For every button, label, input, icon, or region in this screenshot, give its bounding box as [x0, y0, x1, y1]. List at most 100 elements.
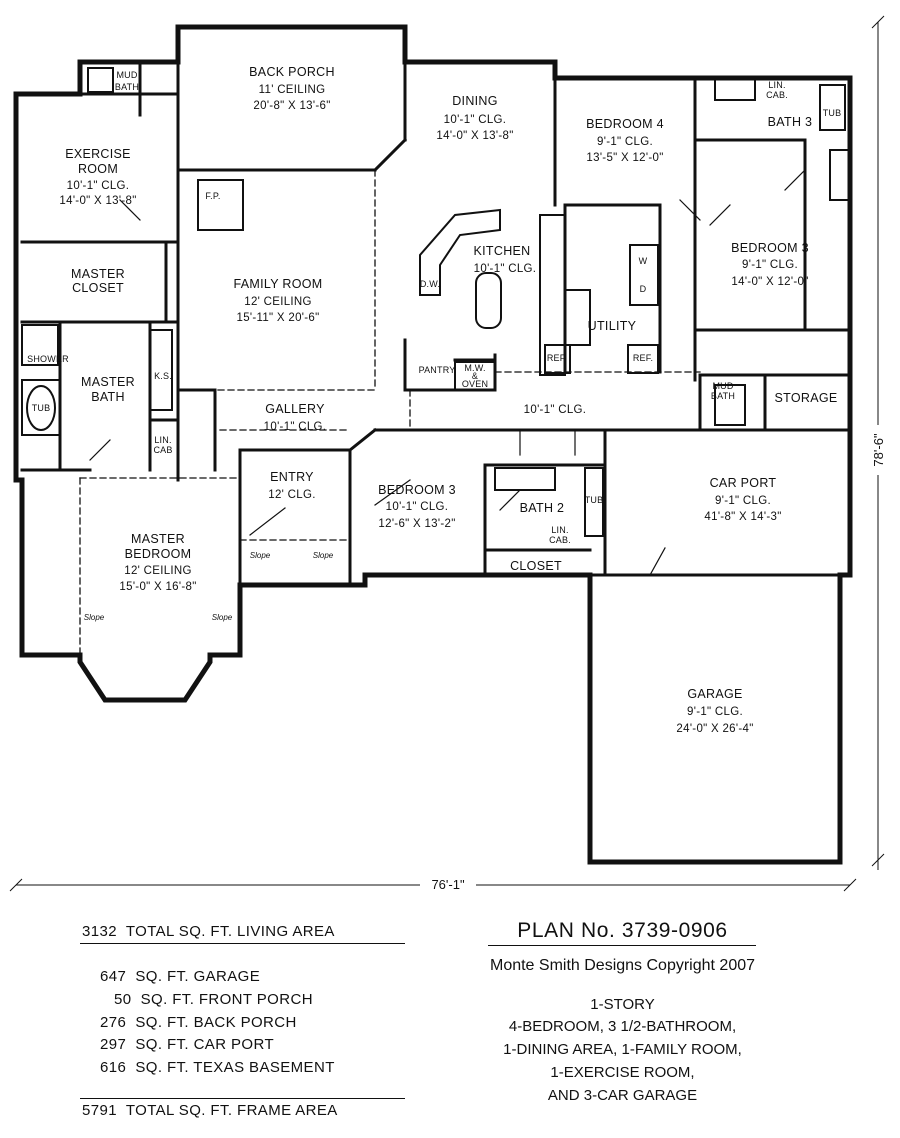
summary-line-4: 1-EXERCISE ROOM, [550, 1064, 695, 1081]
plan-number: PLAN No. 3739-0906 [517, 919, 728, 942]
living-area-total: 3132 TOTAL SQ. FT. LIVING AREA [82, 923, 335, 940]
exercise-title: EXERCISE [65, 147, 131, 161]
frame-area-total: 5791 TOTAL SQ. FT. FRAME AREA [82, 1102, 338, 1119]
family-room-ceiling: 12' CEILING [244, 296, 312, 308]
area-front-porch: 50 SQ. FT. FRONT PORCH [114, 991, 313, 1008]
bedroom-4-ceiling: 9'-1" CLG. [597, 136, 653, 148]
kitchen-title: KITCHEN [474, 244, 531, 258]
area-texas-basement: 616 SQ. FT. TEXAS BASEMENT [100, 1059, 335, 1076]
width-dimension-bg [420, 876, 476, 892]
master-tub-label: TUB [32, 403, 51, 413]
master-bath-title-2: BATH [91, 390, 125, 404]
master-bedroom-title: MASTER [131, 532, 185, 546]
shower-label: SHOWER [27, 354, 69, 364]
bedroom-3a-size: 14'-0" X 12'-0" [731, 276, 808, 288]
floor-plan-drawing: MUD BATH BACK PORCH 11' CEILING 20'-8" X… [9, 15, 886, 892]
bedroom-4-title: BEDROOM 4 [586, 117, 664, 131]
copyright-line: Monte Smith Designs Copyright 2007 [489, 957, 756, 974]
bedroom-3b-size: 12'-6" X 13'-2" [378, 518, 455, 530]
overall-width-dimension: 76'-1" [431, 877, 465, 892]
microwave-amp: & [472, 371, 478, 381]
depth-dimension-bg [870, 425, 886, 475]
mud-bath-2-label-2: BATH [711, 391, 735, 401]
bath-2-tub-label: TUB [585, 495, 604, 505]
master-bedroom-ceiling: 12' CEILING [124, 565, 192, 577]
master-closet-title-2: CLOSET [72, 281, 124, 295]
mud-bath-label: MUD [116, 70, 137, 80]
master-bath-title: MASTER [81, 375, 135, 389]
dining-title: DINING [452, 94, 498, 108]
bath-3-title: BATH 3 [768, 115, 813, 129]
bedroom-3b-title: BEDROOM 3 [378, 483, 456, 497]
bedroom-3b-ceiling: 10'-1" CLG. [386, 501, 449, 513]
entry-ceiling: 12' CLG. [268, 489, 315, 501]
summary-line-1: 1-STORY [590, 996, 655, 1013]
kitchen-cabinets [21, 67, 851, 537]
refrigerator-label-2: REF. [633, 353, 653, 363]
closet-title: CLOSET [510, 559, 562, 573]
exercise-size: 14'-0" X 13'-8" [59, 195, 136, 207]
dimension-lines [9, 15, 885, 892]
back-porch-size: 20'-8" X 13'-6" [253, 100, 330, 112]
back-porch-ceiling: 11' CEILING [259, 84, 326, 96]
gallery-ceiling: 10'-1" CLG. [264, 421, 327, 433]
slope-label-1: Slope [250, 551, 271, 560]
car-port-title: CAR PORT [710, 476, 777, 490]
lin-cab-bath2-label: LIN. [551, 525, 568, 535]
summary-line-2: 4-BEDROOM, 3 1/2-BATHROOM, [508, 1018, 737, 1035]
slope-label-3: Slope [84, 613, 105, 622]
car-port-ceiling: 9'-1" CLG. [715, 495, 771, 507]
room-labels: MUD BATH BACK PORCH 11' CEILING 20'-8" X… [27, 65, 841, 735]
bedroom-3a-title: BEDROOM 3 [731, 241, 809, 255]
lin-cab-label: LIN. [768, 80, 785, 90]
summary-line-3: 1-DINING AREA, 1-FAMILY ROOM, [503, 1041, 742, 1058]
summary-line-5: AND 3-CAR GARAGE [547, 1087, 698, 1104]
dishwasher-label: D.W. [420, 279, 440, 289]
mud-bath-label-2: BATH [115, 82, 139, 92]
slope-label-4: Slope [212, 613, 233, 622]
microwave-label: M.W. [464, 363, 485, 373]
garage-size: 24'-0" X 26'-4" [676, 723, 753, 735]
car-port-size: 41'-8" X 14'-3" [704, 511, 781, 523]
dining-size: 14'-0" X 13'-8" [436, 130, 513, 142]
exercise-title-2: ROOM [78, 162, 118, 176]
lin-cab-label-2: CAB. [766, 90, 788, 100]
overall-depth-dimension: 78'-6" [871, 433, 886, 467]
living-area-underline [80, 943, 405, 944]
hall-ceiling: 10'-1" CLG. [524, 404, 587, 416]
oven-label: OVEN [462, 379, 488, 389]
mud-bath-2-label: MUD [712, 381, 733, 391]
pantry-label: PANTRY [419, 365, 456, 375]
door-swings [89, 169, 806, 576]
utility-title: UTILITY [588, 319, 637, 333]
interior-walls [20, 60, 852, 587]
master-bedroom-size: 15'-0" X 16'-8" [119, 581, 196, 593]
area-back-porch: 276 SQ. FT. BACK PORCH [100, 1014, 297, 1031]
dining-ceiling: 10'-1" CLG. [444, 114, 507, 126]
entry-title: ENTRY [270, 470, 314, 484]
lin-cab-bath2-label-2: CAB. [549, 535, 571, 545]
kitchen-ceiling: 10'-1" CLG. [474, 263, 537, 275]
tub-label: TUB [823, 108, 842, 118]
frame-area-overline [80, 1098, 405, 1099]
area-car-port: 297 SQ. FT. CAR PORT [100, 1036, 275, 1053]
kneespace-label: K.S. [154, 371, 172, 381]
master-bedroom-title-2: BEDROOM [125, 547, 192, 561]
gallery-title: GALLERY [265, 402, 325, 416]
bath-2-title: BATH 2 [520, 501, 565, 515]
area-garage: 647 SQ. FT. GARAGE [100, 968, 261, 985]
plan-notes: 3132 TOTAL SQ. FT. LIVING AREA 647 SQ. F… [0, 905, 900, 1138]
bedroom-3a-ceiling: 9'-1" CLG. [742, 259, 798, 271]
dryer-label: D [640, 284, 647, 294]
back-porch-title: BACK PORCH [249, 65, 335, 79]
lin-cab-master-label-2: CAB [153, 445, 172, 455]
family-room-title: FAMILY ROOM [234, 277, 323, 291]
plan-number-underline [488, 945, 756, 946]
washer-label: W [639, 256, 648, 266]
garage-ceiling: 9'-1" CLG. [687, 706, 743, 718]
exercise-ceiling: 10'-1" CLG. [67, 180, 130, 192]
slope-label-2: Slope [313, 551, 334, 560]
bedroom-4-size: 13'-5" X 12'-0" [586, 152, 663, 164]
master-closet-title: MASTER [71, 267, 125, 281]
garage-title: GARAGE [687, 687, 742, 701]
